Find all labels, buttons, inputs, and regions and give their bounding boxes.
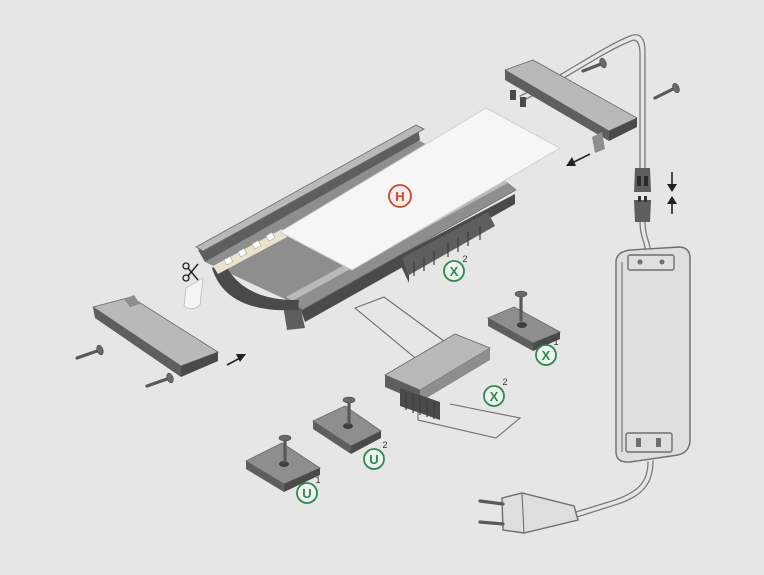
label-u1-letter: U <box>302 486 311 501</box>
power-cable-bottom <box>575 460 654 518</box>
scissors-icon <box>182 262 199 282</box>
screw-right-2 <box>653 82 680 100</box>
label-u1-sup: 1 <box>315 475 320 485</box>
label-x2-top-letter: X <box>450 264 459 279</box>
label-u2-letter: U <box>369 452 378 467</box>
label-h: H <box>388 184 412 208</box>
label-x1-sup: 1 <box>553 337 558 347</box>
end-cap-right <box>504 59 638 153</box>
label-x2-top-sup: 2 <box>462 254 467 264</box>
led-strip <box>183 229 287 310</box>
screw-left-1 <box>75 344 104 360</box>
label-x1-letter: X <box>542 348 551 363</box>
screw-right-1 <box>581 57 607 73</box>
double-arrow-icon <box>667 172 677 214</box>
diffuser-cover <box>278 107 562 271</box>
cable-connector <box>634 168 652 253</box>
arrow-icon <box>566 153 591 166</box>
clip-x1 <box>487 290 561 351</box>
end-cap-left <box>92 295 219 377</box>
clip-u1 <box>245 434 321 492</box>
label-h-letter: H <box>395 189 404 204</box>
arrow-icon <box>226 354 246 366</box>
label-x2-center-letter: X <box>490 389 499 404</box>
mains-plug <box>478 492 579 534</box>
clip-u2 <box>312 396 382 454</box>
label-x2-center-sup: 2 <box>502 377 507 387</box>
label-x1: X 1 <box>535 337 559 366</box>
label-u2-sup: 2 <box>382 440 387 450</box>
label-x2-top: X 2 <box>443 254 468 282</box>
screw-left-2 <box>145 372 174 388</box>
label-u2: U 2 <box>363 440 388 470</box>
power-supply <box>615 246 691 463</box>
label-x2-center: X 2 <box>483 377 508 407</box>
label-u1: U 1 <box>296 475 321 504</box>
mounting-bracket-center <box>384 333 491 420</box>
spring-wire <box>353 296 522 439</box>
mounting-bracket-under-profile <box>402 212 495 283</box>
